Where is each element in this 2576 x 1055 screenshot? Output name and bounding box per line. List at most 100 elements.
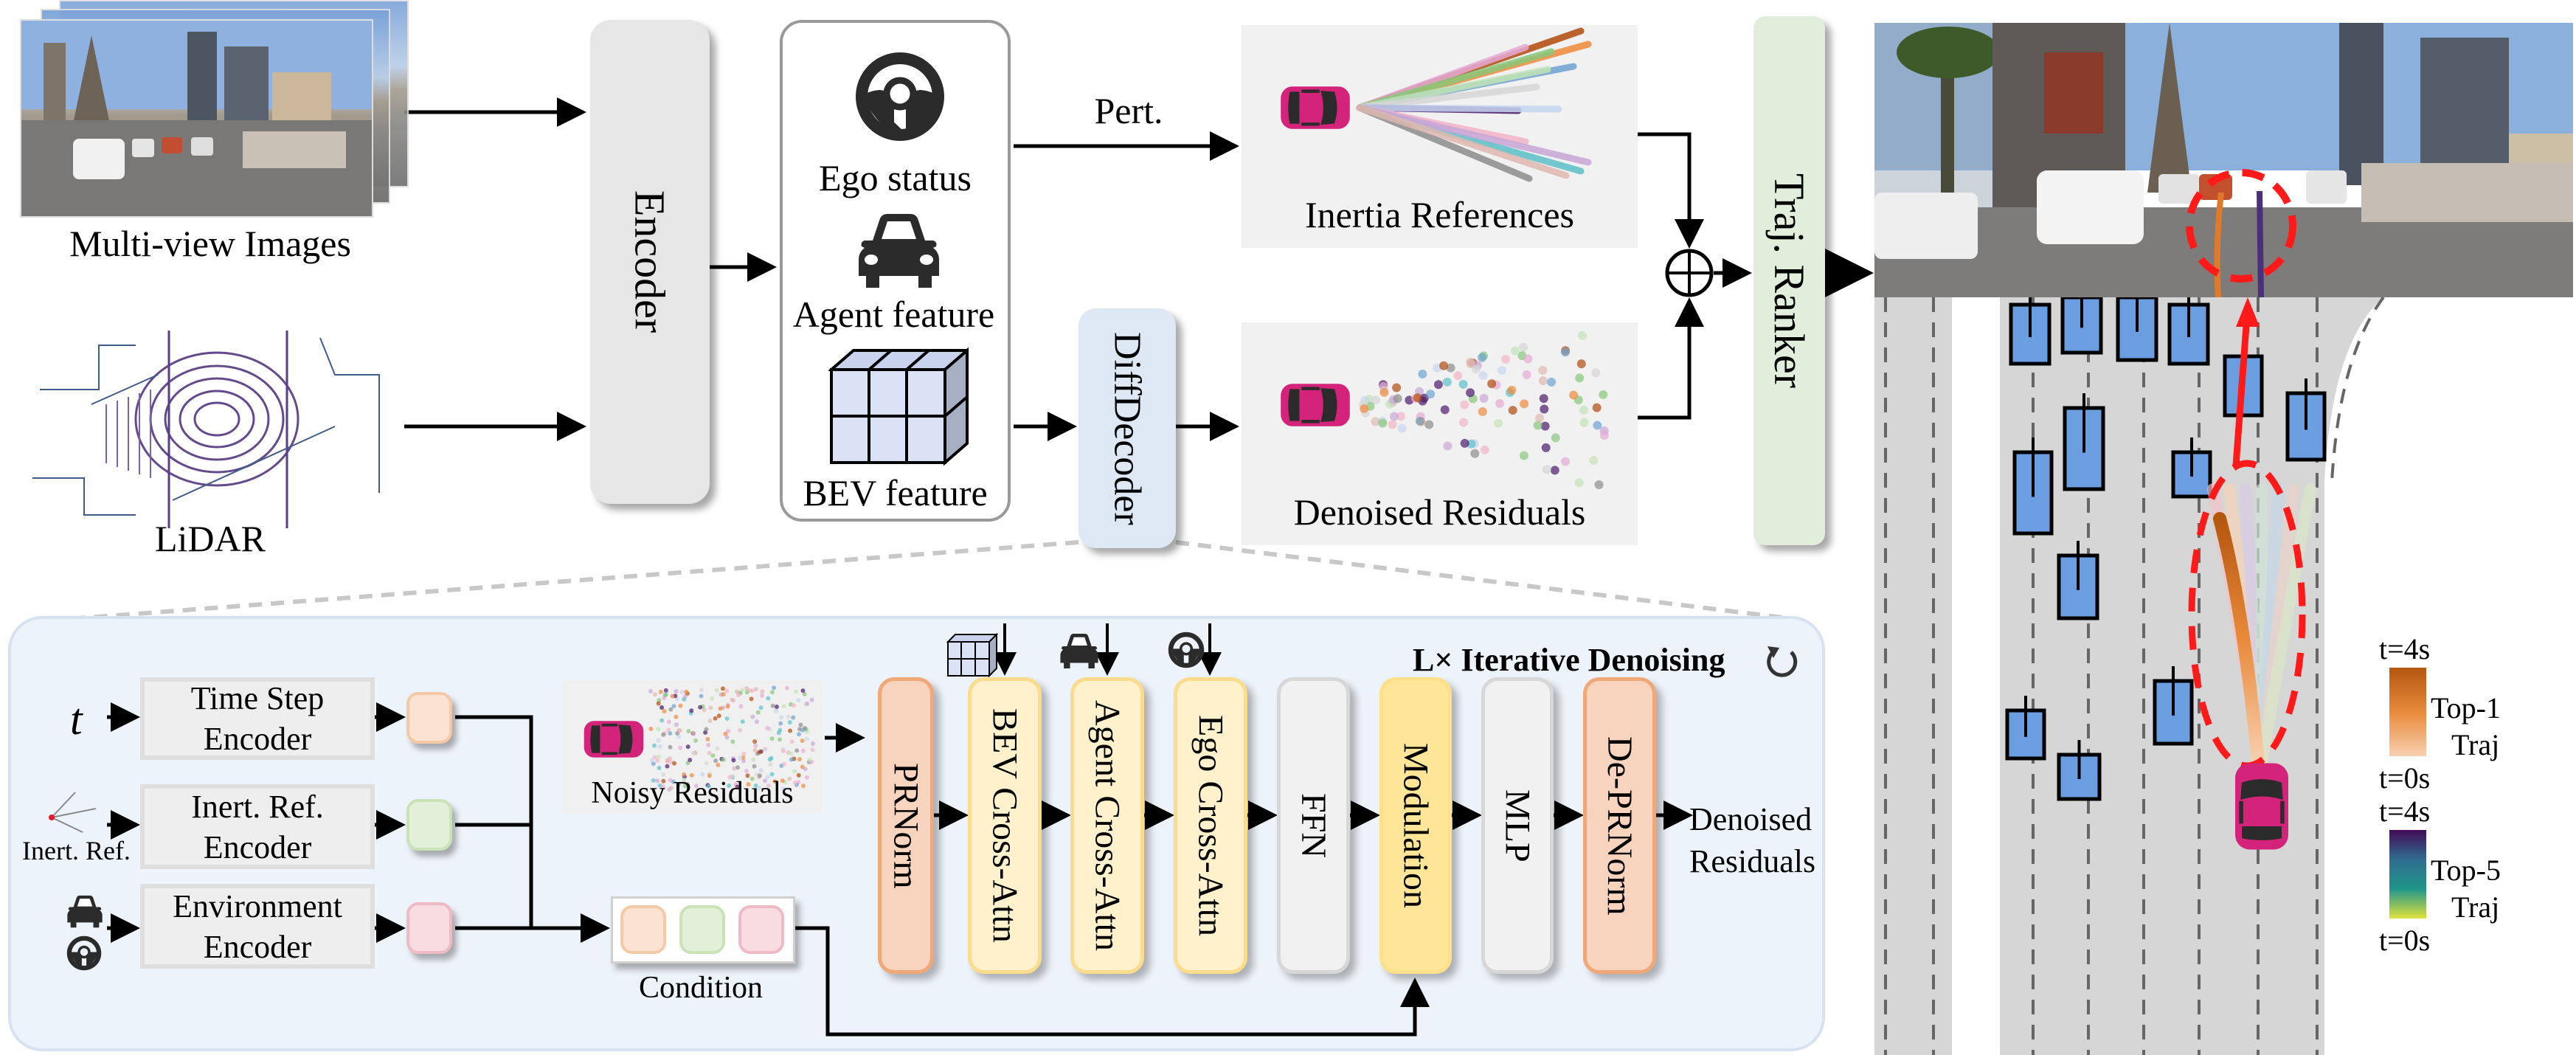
noisy-point <box>735 765 740 770</box>
residual-point <box>1470 449 1480 458</box>
noisy-point <box>779 715 784 720</box>
inertia-references-plot <box>1281 27 1592 182</box>
noisy-point <box>727 784 732 789</box>
residual-point <box>1541 443 1551 452</box>
noisy-point <box>716 762 721 767</box>
block-label: Modulation <box>1396 743 1436 908</box>
noisy-point <box>665 758 670 764</box>
residual-point <box>1497 365 1506 375</box>
noisy-point <box>676 734 682 739</box>
inertia-reference-token <box>406 799 452 851</box>
noisy-point <box>721 692 726 697</box>
noisy-point <box>678 703 683 708</box>
block-label: FFN <box>1294 792 1333 859</box>
residual-point <box>1494 418 1503 428</box>
condition-label: Condition <box>638 971 764 1005</box>
residual-point <box>1389 412 1399 421</box>
denoised-residuals-output: Denoised Residuals <box>1689 798 1815 882</box>
noisy-point <box>679 690 685 695</box>
bev-feature-label: BEV feature <box>803 472 988 513</box>
noisy-point <box>749 688 755 693</box>
noisy-point <box>724 735 730 740</box>
noisy-point <box>752 764 757 769</box>
residual-point <box>1560 347 1570 357</box>
noisy-point <box>770 703 775 708</box>
noisy-point <box>796 772 801 778</box>
steering-wheel-small-icon <box>1168 632 1205 668</box>
noisy-point <box>699 688 704 693</box>
noisy-point <box>706 784 711 789</box>
residual-point <box>1599 430 1609 440</box>
zoom-guide-right <box>1175 540 1801 622</box>
noisy-point <box>668 707 674 712</box>
noisy-point <box>802 691 807 696</box>
block-prnorm: PRNorm <box>878 677 934 974</box>
noisy-point <box>758 705 764 710</box>
timestep-input-label: t <box>70 695 83 744</box>
noisy-point <box>738 727 743 733</box>
legend-top1-sub: Traj <box>2451 728 2500 761</box>
residual-point <box>1396 412 1405 421</box>
noisy-point <box>721 757 726 762</box>
block-label: MLP <box>1498 789 1537 862</box>
noisy-point <box>668 785 674 790</box>
trajectory-ranker-label: Traj. Ranker <box>1765 173 1813 389</box>
noisy-point <box>656 754 661 759</box>
residual-point <box>1579 418 1589 427</box>
noisy-point <box>755 710 761 715</box>
noisy-point <box>670 693 675 699</box>
residual-point <box>1460 400 1469 409</box>
inertia-reference-encoder: Inert. Ref.Encoder <box>140 784 375 869</box>
noisy-point <box>752 739 758 744</box>
inertia-references-panel: Inertia References <box>1242 25 1638 248</box>
output-line1: Denoised <box>1689 801 1812 837</box>
residual-point <box>1507 385 1517 395</box>
noisy-point <box>787 776 792 781</box>
residual-point <box>1592 403 1602 412</box>
noisy-point <box>655 778 660 784</box>
result-bev-map <box>1874 297 2576 1055</box>
noisy-point <box>798 722 803 727</box>
noisy-point <box>745 773 750 778</box>
inertia-references-label: Inertia References <box>1304 194 1575 235</box>
noisy-point <box>781 761 786 767</box>
time-step-token <box>406 692 452 744</box>
noisy-point <box>706 742 711 747</box>
noisy-point <box>704 761 709 766</box>
line-inertia-to-sum <box>1638 132 1704 249</box>
residual-point <box>1443 441 1453 451</box>
residual-point <box>1551 433 1560 443</box>
noisy-point <box>652 743 657 748</box>
residual-point <box>1418 369 1427 378</box>
noisy-point <box>774 704 779 709</box>
env-steering-wheel-icon <box>66 935 102 971</box>
noisy-point <box>713 758 719 764</box>
residual-point <box>1478 370 1488 380</box>
car-icon <box>859 214 939 288</box>
noisy-point <box>797 757 802 762</box>
noisy-point <box>690 750 696 755</box>
output-line2: Residuals <box>1689 843 1816 880</box>
ego-car-icon <box>1281 384 1350 426</box>
noisy-point <box>652 755 657 760</box>
residual-point <box>1538 365 1548 375</box>
residual-point <box>1508 406 1517 415</box>
noisy-point <box>661 778 666 784</box>
ego-car-icon <box>2234 763 2289 850</box>
noisy-point <box>725 704 730 709</box>
noisy-point <box>649 758 654 763</box>
residual-point <box>1392 383 1402 392</box>
residual-point <box>1569 390 1579 400</box>
noisy-point <box>766 696 771 701</box>
noisy-point <box>665 764 670 769</box>
residual-point <box>1439 361 1449 370</box>
noisy-point <box>754 719 759 724</box>
residual-point <box>1388 420 1397 429</box>
noisy-point <box>682 694 688 699</box>
noisy-point <box>758 773 763 778</box>
residual-point <box>1538 376 1548 386</box>
block-bev-cross-attn: BEV Cross-Attn <box>968 677 1042 974</box>
noisy-point <box>785 685 790 691</box>
noisy-point <box>792 769 797 774</box>
residual-point <box>1379 387 1389 397</box>
